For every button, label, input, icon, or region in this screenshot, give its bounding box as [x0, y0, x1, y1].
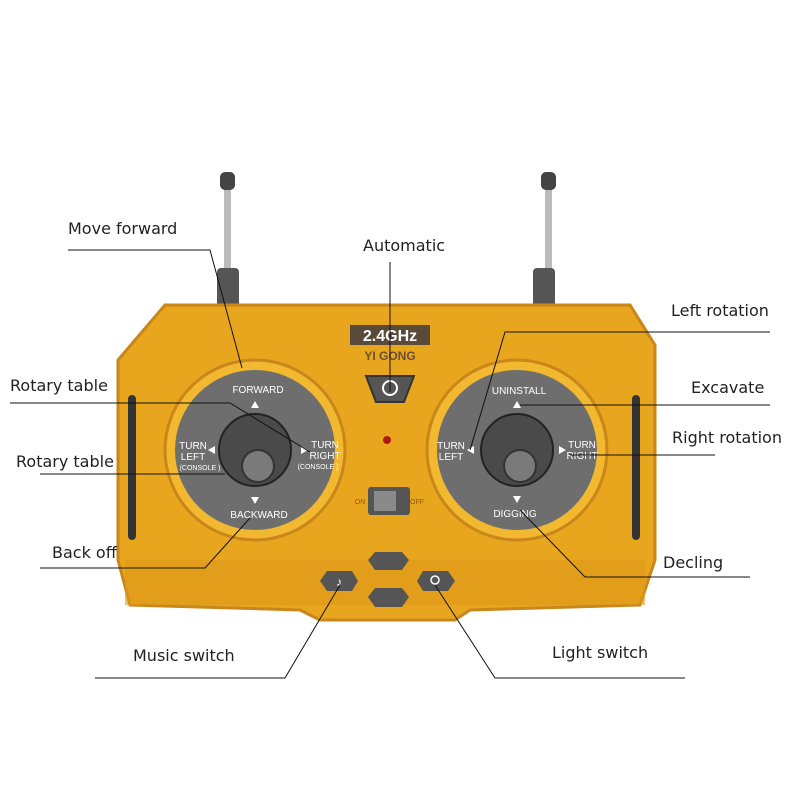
label-right-turn-left-l1: TURN [437, 441, 465, 452]
left-grip [128, 395, 136, 540]
label-uninstall: UNINSTALL [492, 386, 547, 397]
annotation-light-switch: Light switch [552, 643, 648, 662]
label-right-turn-left-l2: LEFT [439, 452, 463, 463]
right-grip [632, 395, 640, 540]
label-console-left: (CONSOLE ) [180, 465, 221, 472]
label-turn-right-l1: TURN [311, 440, 339, 451]
light-switch-button[interactable] [417, 571, 455, 591]
top-button[interactable] [368, 552, 409, 570]
label-turn-right-l2: RIGHT [309, 451, 340, 462]
annotation-decling: Decling [663, 553, 723, 572]
label-turn-left-l1: TURN [179, 441, 207, 452]
left-antenna [217, 172, 239, 310]
annotation-excavate: Excavate [691, 378, 764, 397]
label-right-turn-right-l1: TURN [568, 440, 596, 451]
label-right-turn-right-l2: RIGHT [566, 451, 597, 462]
bottom-button[interactable] [368, 588, 409, 607]
right-joystick[interactable] [503, 449, 537, 483]
annotation-move-forward: Move forward [68, 219, 177, 238]
left-joystick[interactable] [241, 449, 275, 483]
annotation-rotary-table-1: Rotary table [10, 376, 108, 395]
label-console-right: (CONSOLE ) [298, 464, 339, 471]
right-antenna [533, 172, 556, 310]
bulb-icon [430, 575, 440, 585]
music-switch-button[interactable] [320, 571, 358, 591]
label-turn-left-l2: LEFT [181, 452, 205, 463]
annotation-music-switch: Music switch [133, 646, 235, 665]
annotation-back-off: Back off [52, 543, 118, 562]
annotation-rotary-table-2: Rotary table [16, 452, 114, 471]
power-led [383, 436, 391, 444]
power-switch-knob [374, 491, 396, 511]
power-off-label: OFF [410, 499, 424, 506]
annotation-right-rotation: Right rotation [672, 428, 782, 447]
leader-lines [10, 249, 770, 679]
annotation-automatic: Automatic [363, 236, 445, 255]
power-on-label: ON [355, 499, 366, 506]
label-backward: BACKWARD [230, 510, 287, 521]
label-digging: DIGGING [493, 509, 537, 520]
label-forward: FORWARD [232, 385, 283, 396]
music-note-icon: ♪ [336, 575, 342, 589]
annotation-left-rotation: Left rotation [671, 301, 769, 320]
